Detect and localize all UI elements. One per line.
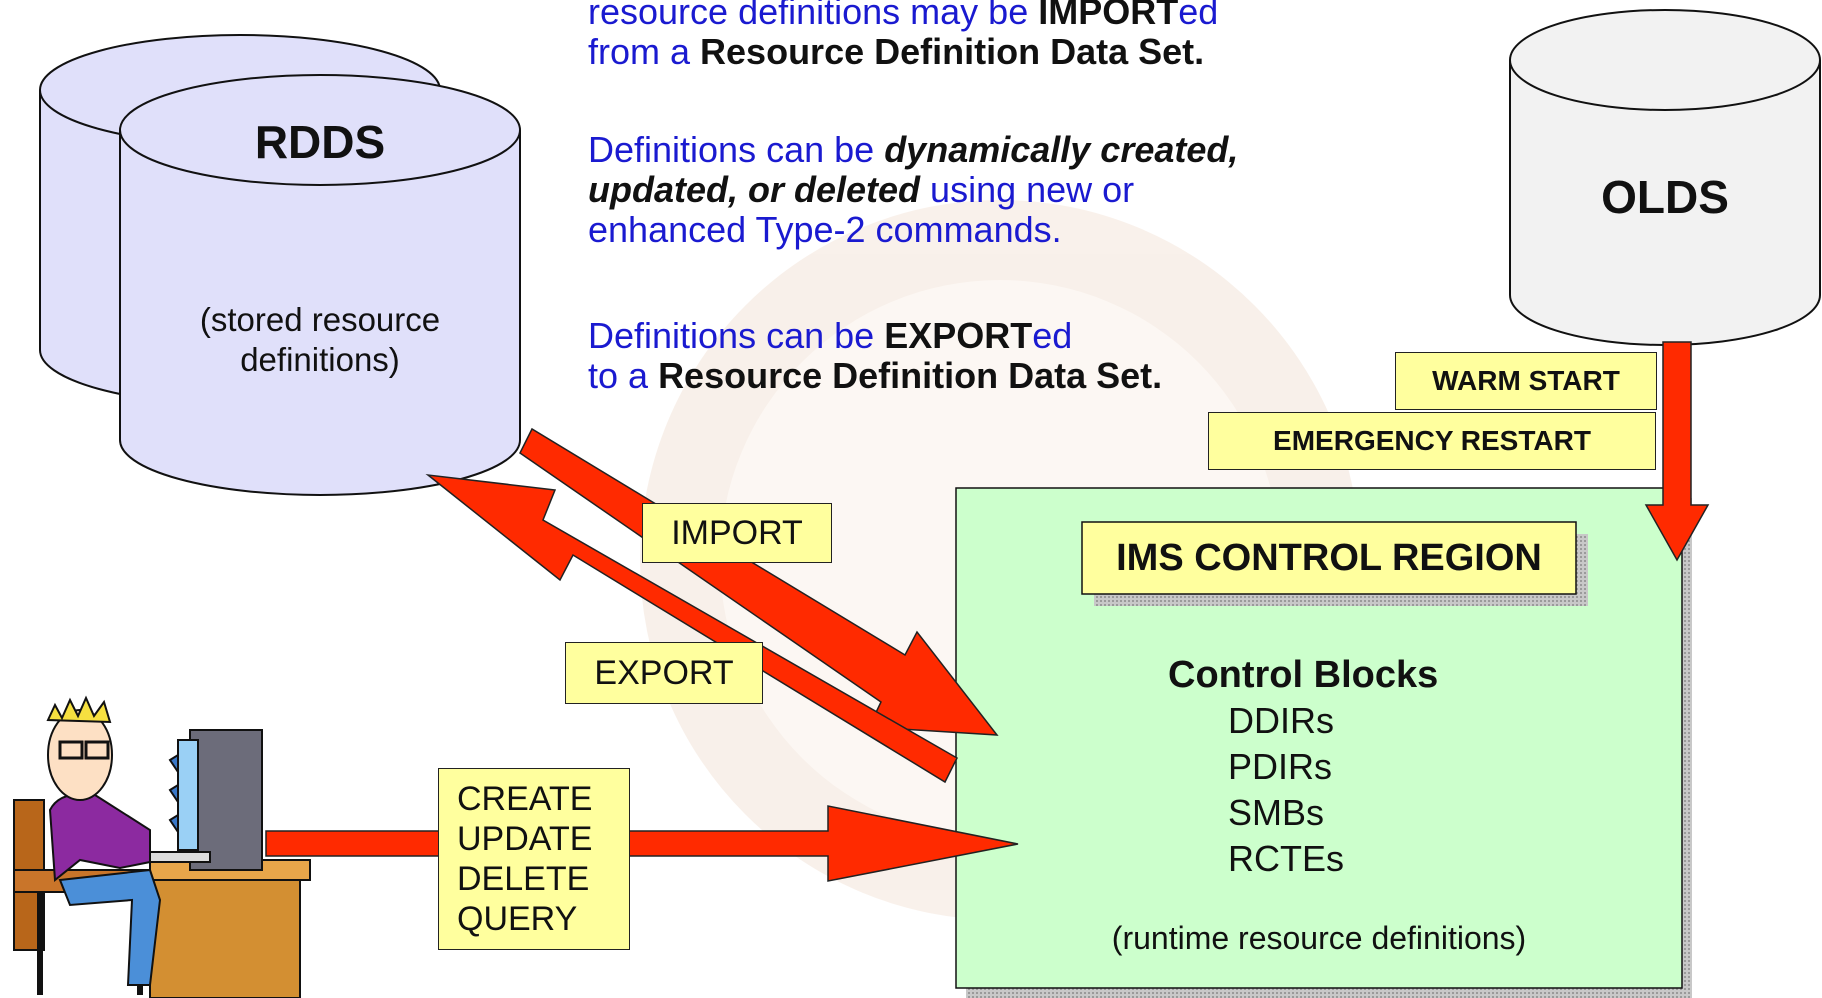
block-ddirs: DDIRs xyxy=(1228,700,1334,741)
control-blocks-list: DDIRs PDIRs SMBs RCTEs xyxy=(1228,698,1528,882)
control-region-footer: (runtime resource definitions) xyxy=(1111,920,1527,956)
olds-title: OLDS xyxy=(1601,171,1729,223)
p2-line1-b: dynamically created, xyxy=(884,129,1239,170)
dynamic-paragraph: Definitions can be dynamically created, … xyxy=(588,130,1408,250)
rdds-title: RDDS xyxy=(254,116,386,168)
warm-start-label: WARM START xyxy=(1395,352,1657,410)
p1-line1-a: resource definitions may be xyxy=(588,0,1039,32)
block-pdirs: PDIRs xyxy=(1228,746,1333,787)
p3-line1-a: Definitions can be xyxy=(588,315,885,356)
control-blocks-heading: Control Blocks xyxy=(1168,654,1439,696)
p2-line3: enhanced Type-2 commands. xyxy=(588,209,1062,250)
person-torso-icon xyxy=(48,793,151,882)
rdds-note-line1: (stored resource xyxy=(199,301,441,338)
control-region-title: IMS CONTROL REGION xyxy=(1116,537,1542,579)
olds-arrow xyxy=(1644,341,1710,562)
olds-cylinder xyxy=(1509,9,1821,346)
p2-line2-a: updated, or deleted xyxy=(588,169,921,210)
rdds-note-line2: definitions) xyxy=(240,341,400,378)
p3-line1-b: EXPORT xyxy=(884,315,1033,356)
command-query: QUERY xyxy=(457,900,578,938)
p1-line1-c: ed xyxy=(1178,0,1219,32)
p3-line2-a: to a xyxy=(588,355,659,396)
block-rctes: RCTEs xyxy=(1228,838,1344,879)
import-label: IMPORT xyxy=(642,503,832,563)
commands-arrow xyxy=(265,805,1019,882)
rdds-front-cylinder xyxy=(119,74,521,496)
command-update: UPDATE xyxy=(457,820,593,858)
p1-line2-a: from a xyxy=(588,31,701,72)
export-arrow xyxy=(425,473,958,784)
export-paragraph: Definitions can be EXPORTed to a Resourc… xyxy=(588,316,1408,396)
import-paragraph: resource definitions may be IMPORTed fro… xyxy=(588,0,1408,72)
user-at-computer-illustration xyxy=(13,695,311,998)
p2-line1-a: Definitions can be xyxy=(588,129,885,170)
block-smbs: SMBs xyxy=(1228,792,1325,833)
command-create: CREATE xyxy=(457,780,593,818)
rdds-note: (stored resource definitions) xyxy=(120,300,520,380)
export-label: EXPORT xyxy=(565,642,763,704)
p3-line1-c: ed xyxy=(1032,315,1073,356)
p3-line2-b: Resource Definition Data Set. xyxy=(658,355,1163,396)
commands-label: CREATE UPDATE DELETE QUERY xyxy=(438,768,630,950)
import-arrow xyxy=(519,427,999,736)
p2-line2-b: using new or xyxy=(920,169,1135,210)
control-region-title-box xyxy=(1081,521,1577,595)
command-delete: DELETE xyxy=(457,860,590,898)
p1-line2-b: Resource Definition Data Set. xyxy=(700,31,1205,72)
p1-line1-b: IMPORT xyxy=(1038,0,1179,32)
emergency-restart-label: EMERGENCY RESTART xyxy=(1208,412,1656,470)
monitor-icon xyxy=(189,729,263,871)
person-head-icon xyxy=(47,709,113,801)
